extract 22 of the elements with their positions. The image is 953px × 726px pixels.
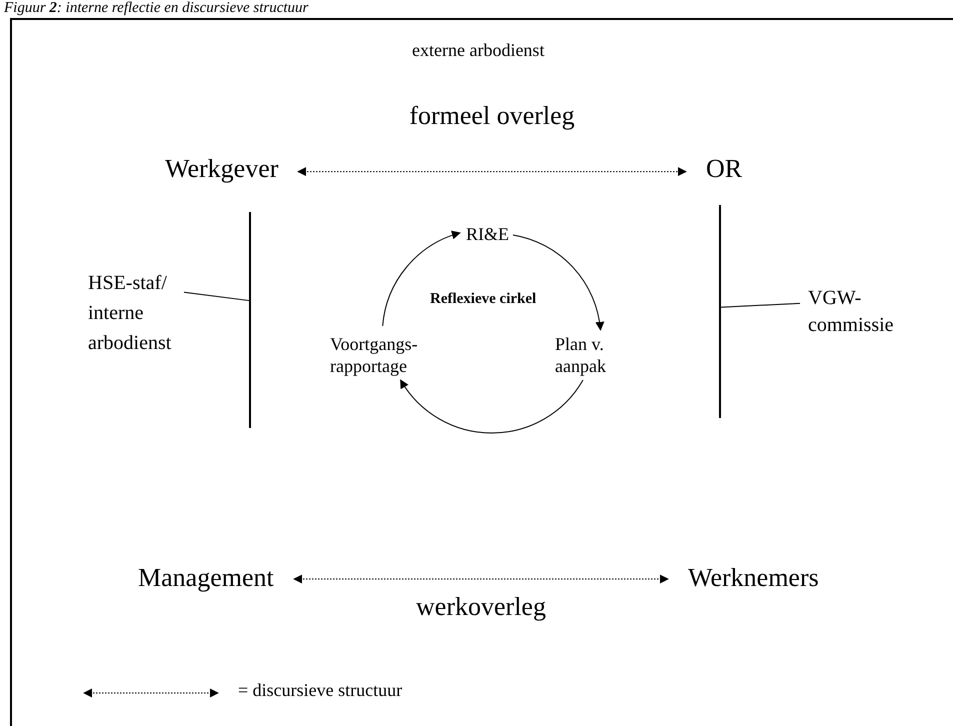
text-label: externe arbodienst bbox=[412, 40, 544, 61]
connector-line bbox=[184, 292, 250, 302]
arrow bbox=[293, 574, 669, 584]
arrow bbox=[512, 234, 604, 331]
node-label: HSE-staf/ interne arbodienst bbox=[88, 268, 180, 358]
figure-title: Figuur 2: interne reflectie en discursieve structuur bbox=[4, 0, 308, 17]
connector-line bbox=[720, 302, 800, 308]
node-label: Werkgever bbox=[165, 153, 278, 184]
arrow bbox=[400, 379, 584, 434]
arrow bbox=[297, 167, 687, 176]
node-label: VGW-commissie bbox=[808, 285, 908, 339]
vertical-line bbox=[249, 212, 250, 428]
node-label: Management bbox=[138, 562, 274, 594]
circle-title: Reflexieve cirkel bbox=[430, 291, 536, 308]
arrow bbox=[382, 231, 461, 326]
legend-text: = discursieve structuur bbox=[238, 680, 402, 701]
node-label: Werknemers bbox=[688, 562, 819, 594]
node-label: Plan v. aanpak bbox=[555, 334, 625, 378]
node-label: OR bbox=[706, 153, 742, 184]
node-label: RI&E bbox=[466, 224, 509, 246]
vertical-line bbox=[719, 205, 720, 418]
node-label: Voortgangs-rapportage bbox=[330, 334, 442, 378]
